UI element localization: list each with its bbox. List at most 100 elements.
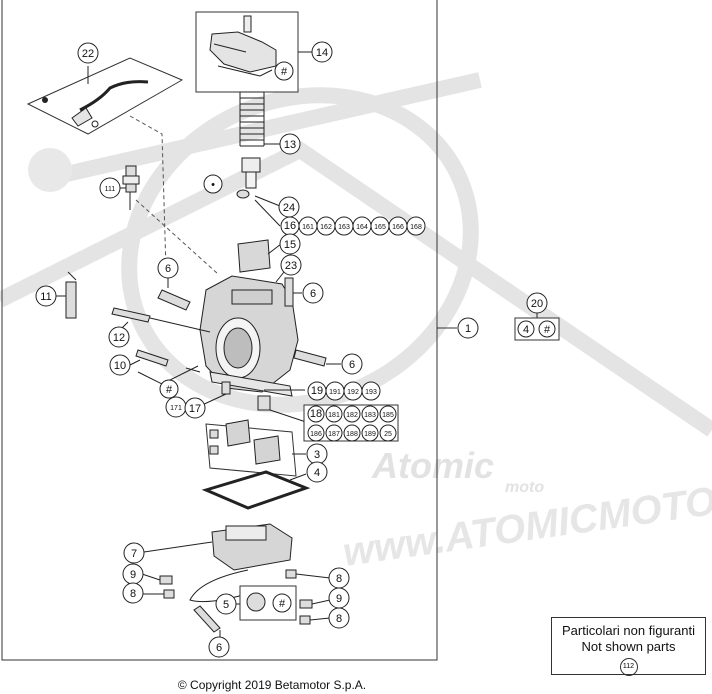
svg-text:•: • bbox=[211, 179, 215, 191]
svg-text:24: 24 bbox=[283, 202, 295, 214]
screw-11: 11 bbox=[35, 271, 77, 319]
throttle-spring bbox=[239, 91, 281, 189]
svg-text:6: 6 bbox=[165, 263, 171, 275]
callout-label: 192 bbox=[347, 389, 359, 396]
callout-circle bbox=[361, 381, 381, 401]
callout-label: 185 bbox=[382, 412, 394, 419]
watermark-brand: Atomic bbox=[371, 445, 494, 486]
drain-plug-5: # 5 bbox=[215, 585, 297, 621]
svg-text:8: 8 bbox=[130, 588, 136, 600]
svg-text:7: 7 bbox=[131, 548, 137, 560]
svg-text:1: 1 bbox=[465, 323, 471, 335]
callout-label: 18 bbox=[310, 408, 322, 420]
svg-text:#: # bbox=[279, 598, 286, 610]
bracket-part-3: 3 bbox=[205, 419, 328, 477]
svg-text:9: 9 bbox=[130, 569, 136, 581]
callout-label: 182 bbox=[346, 412, 358, 419]
callout-label: 188 bbox=[346, 431, 358, 438]
callout-circle bbox=[307, 424, 325, 442]
jet-17: 17 bbox=[184, 381, 231, 419]
note-part-number: 112 bbox=[619, 658, 638, 676]
svg-text:171: 171 bbox=[170, 405, 182, 412]
callout-label: 166 bbox=[392, 224, 404, 231]
callout-circle bbox=[325, 424, 343, 442]
svg-text:6: 6 bbox=[310, 288, 316, 300]
carburetor-body bbox=[199, 275, 299, 397]
callout-circle bbox=[325, 405, 343, 423]
svg-text:5: 5 bbox=[223, 599, 229, 611]
svg-text:11: 11 bbox=[40, 291, 51, 303]
watermark-sub: moto bbox=[505, 479, 544, 496]
callout-1: 1 bbox=[457, 317, 479, 339]
screw-12: 12 bbox=[108, 307, 211, 348]
svg-text:22: 22 bbox=[82, 48, 94, 60]
callout-circle bbox=[361, 424, 379, 442]
callout-label: 186 bbox=[310, 431, 322, 438]
svg-text:4: 4 bbox=[314, 467, 320, 479]
callout-label: 163 bbox=[338, 224, 350, 231]
pin-6a: 6 bbox=[157, 257, 191, 311]
callout-label: 164 bbox=[356, 224, 368, 231]
svg-text:8: 8 bbox=[336, 613, 342, 625]
callout-label: 187 bbox=[328, 431, 340, 438]
pin-6b: 6 bbox=[284, 277, 324, 307]
throttle-cover-box: # 14 bbox=[195, 11, 333, 93]
screw-8a: 9 8 bbox=[122, 563, 175, 604]
callout-circle bbox=[361, 405, 379, 423]
svg-text:#: # bbox=[281, 66, 288, 78]
cable-part-22: 22 bbox=[26, 42, 184, 271]
svg-text:13: 13 bbox=[284, 139, 296, 151]
svg-text:15: 15 bbox=[284, 239, 296, 251]
svg-text:#: # bbox=[166, 384, 173, 396]
svg-text:10: 10 bbox=[114, 360, 126, 372]
svg-text:#: # bbox=[544, 324, 551, 336]
kit-20: 20 4 # bbox=[514, 292, 560, 341]
screw-111: 111 bbox=[99, 165, 219, 275]
svg-text:9: 9 bbox=[336, 593, 342, 605]
copyright: © Copyright 2019 Betamotor S.p.A. bbox=[177, 678, 367, 692]
screw-group-10: 10 # 171 bbox=[109, 349, 201, 418]
svg-text:12: 12 bbox=[113, 332, 125, 344]
svg-text:23: 23 bbox=[285, 260, 297, 272]
pin-6c: 6 bbox=[293, 349, 363, 375]
callout-label: 183 bbox=[364, 412, 376, 419]
callout-label: 168 bbox=[410, 224, 422, 231]
svg-text:8: 8 bbox=[336, 573, 342, 585]
callout-label: 161 bbox=[302, 224, 314, 231]
callout-label: 191 bbox=[329, 389, 341, 396]
not-shown-parts-box: Particolari non figuranti Not shown part… bbox=[551, 617, 706, 676]
dot-symbol: • bbox=[203, 174, 250, 199]
callout-circle bbox=[379, 405, 397, 423]
callout-label: 193 bbox=[365, 389, 377, 396]
float-bowl: 7 bbox=[123, 523, 293, 571]
callout-label: 162 bbox=[320, 224, 332, 231]
callout-circle bbox=[406, 216, 426, 236]
screw-near-3 bbox=[209, 429, 219, 455]
svg-text:20: 20 bbox=[531, 298, 543, 310]
callout-circle bbox=[307, 405, 325, 423]
jet-group-19: 19 191 192 193 bbox=[257, 381, 381, 411]
callout-circle bbox=[379, 424, 397, 442]
screw-8b: 8 9 8 bbox=[285, 567, 350, 629]
callout-label: 165 bbox=[374, 224, 386, 231]
svg-text:17: 17 bbox=[189, 403, 201, 415]
svg-text:3: 3 bbox=[314, 449, 320, 461]
note-line-it: Particolari non figuranti bbox=[562, 623, 695, 638]
note-line-en: Not shown parts bbox=[581, 639, 676, 654]
callout-13: 13 bbox=[279, 133, 301, 155]
svg-text:14: 14 bbox=[316, 47, 328, 59]
callout-label: 16 bbox=[284, 220, 296, 232]
callout-circle bbox=[343, 424, 361, 442]
needle-group-16: 16 161 162 163 164 165 166 168 bbox=[254, 199, 426, 236]
callout-23: 23 bbox=[275, 254, 302, 283]
svg-text:6: 6 bbox=[349, 359, 355, 371]
callout-label: 25 bbox=[384, 431, 392, 438]
callout-label: 19 bbox=[311, 385, 323, 397]
watermark-star bbox=[28, 148, 72, 192]
assembly-frame bbox=[1, 0, 438, 661]
svg-text:6: 6 bbox=[216, 642, 222, 654]
callout-circle bbox=[343, 405, 361, 423]
throttle-slide: 15 bbox=[237, 233, 301, 273]
